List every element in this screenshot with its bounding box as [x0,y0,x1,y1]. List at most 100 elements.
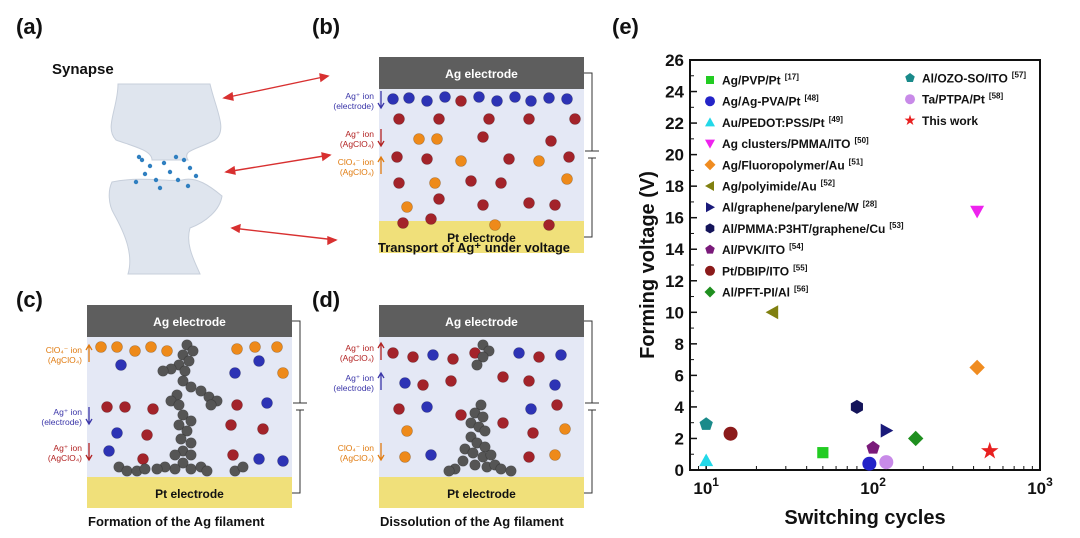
x-tick-label: 101 [693,475,719,498]
gray-ion-particle [177,409,189,421]
blue-ion-particle [513,347,525,359]
data-point [765,305,779,320]
data-point [970,205,985,219]
circuit-wire [584,320,599,494]
blue-ion-particle [253,453,265,465]
ion-direction-arrow [377,91,385,110]
caption-b: Transport of Ag⁺ under voltage [378,240,571,255]
blue-ion-particle [543,92,555,104]
ion-direction-arrow [85,407,93,426]
legend-label: This work [922,114,978,128]
ion-source-label: (electrode) [333,101,374,111]
legend-label: Al/graphene/parylene/W[28] [722,200,877,215]
postsynaptic-terminal [108,178,223,275]
ion-label: ClO₄⁻ ion [338,443,375,453]
ion-label: ClO₄⁻ ion [338,157,375,167]
red-ion-particle [545,135,557,147]
red-ion-particle [141,429,153,441]
gray-ion-particle [121,465,133,477]
data-point [862,456,877,471]
legend-marker [705,181,714,191]
blue-ion-particle [439,91,451,103]
x-tick-label: 103 [1027,475,1053,498]
ion-label: Ag⁺ ion [345,343,374,353]
gray-ion-particle [173,399,185,411]
gray-ion-particle [177,457,189,469]
gray-ion-particle [175,433,187,445]
orange-ion-particle [231,343,243,355]
bottom-electrode-label: Pt electrode [447,231,516,245]
red-ion-particle [433,113,445,125]
legend-marker [705,96,715,107]
gray-ion-particle [169,449,181,461]
top-electrode [379,305,584,337]
blue-ion-particle [277,455,289,467]
orange-ion-particle [399,451,411,463]
gray-ion-particle [471,359,483,371]
ion-label: Ag⁺ ion [345,373,374,383]
data-point [907,430,924,447]
orange-ion-particle [429,177,441,189]
ion-direction-arrow [377,371,385,390]
legend-label: Al/OZO-SO/ITO[57] [922,71,1026,86]
top-electrode [87,305,292,337]
legend-marker [705,223,715,234]
top-electrode-label: Ag electrode [445,67,518,81]
presynaptic-terminal [110,83,222,161]
legend-label: Ag clusters/PMMA/ITO[50] [722,136,869,151]
orange-ion-particle [561,173,573,185]
y-tick-label: 0 [675,461,684,480]
red-ion-particle [231,399,243,411]
red-ion-particle [387,347,399,359]
gray-ion-particle [495,463,507,475]
ion-direction-arrow [377,443,385,462]
bottom-electrode [87,477,292,508]
gray-ion-particle [205,399,217,411]
red-ion-particle [433,193,445,205]
y-tick-label: 6 [675,366,684,385]
blue-ion-particle [491,95,503,107]
blue-ion-particle [115,359,127,371]
synapse-title: Synapse [52,61,114,78]
y-tick-label: 18 [665,177,684,196]
orange-ion-particle [413,133,425,145]
red-ion-particle [523,375,535,387]
gray-ion-particle [181,425,193,437]
gray-ion-particle [179,365,191,377]
ion-source-label: (AgClO₄) [340,453,374,463]
gray-ion-particle [469,459,481,471]
red-ion-particle [477,199,489,211]
caption-d: Dissolution of the Ag filament [380,514,564,529]
red-ion-particle [551,399,563,411]
red-ion-particle [497,371,509,383]
red-ion-particle [407,351,419,363]
orange-ion-particle [271,341,283,353]
blue-ion-particle [525,403,537,415]
blue-ion-particle [525,95,537,107]
y-tick-label: 2 [675,429,684,448]
legend-marker [904,114,916,126]
legend-marker [706,202,715,213]
orange-ion-particle [277,367,289,379]
blue-ion-particle [473,91,485,103]
red-ion-particle [447,353,459,365]
red-ion-particle [227,449,239,461]
blue-ion-particle [387,93,399,105]
legend-marker [704,159,716,171]
legend-label: Ag/Ag-PVA/Pt[48] [722,94,819,109]
bottom-electrode-label: Pt electrode [155,487,224,501]
red-ion-particle [527,427,539,439]
gray-ion-particle [185,437,197,449]
ion-source-label: (electrode) [41,417,82,427]
orange-ion-particle [533,155,545,167]
gray-ion-particle [187,345,199,357]
legend-label: Ag/Fluoropolymer/Au[51] [722,157,863,172]
red-ion-particle [137,453,149,465]
legend-label: Au/PEDOT:PSS/Pt[49] [722,115,843,130]
ion-direction-arrow [85,443,93,462]
y-axis-label: Forming voltage (V) [637,171,659,359]
red-ion-particle [393,177,405,189]
x-axis-label: Switching cycles [784,507,945,529]
